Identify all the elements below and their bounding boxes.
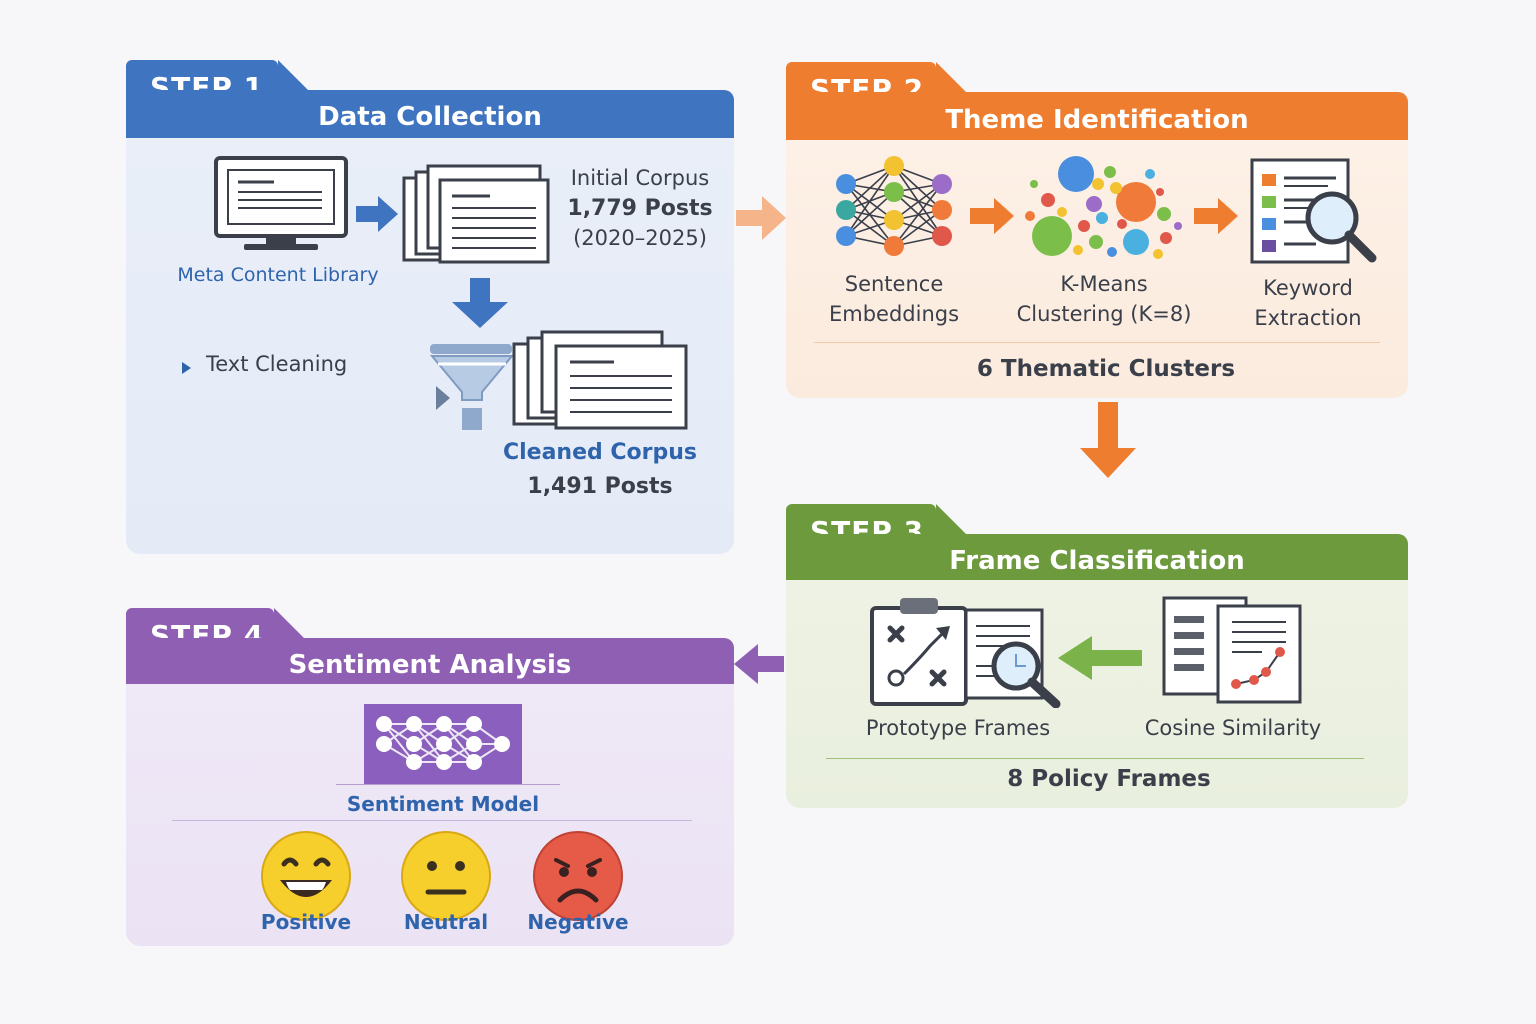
- neural-network-icon: [836, 156, 952, 256]
- sentence-embeddings-label-2: Embeddings: [828, 302, 960, 326]
- keyword-extraction-label-2: Extraction: [1254, 306, 1362, 330]
- text-cleaning-bullet: [182, 362, 191, 374]
- kmeans-label-2: Clustering (K=8): [1016, 302, 1192, 326]
- prototype-frames-icon: [870, 598, 1061, 708]
- step2-panel: STEP 2 Theme Identification: [786, 62, 1408, 398]
- arrow-left-icon: [1058, 636, 1142, 680]
- clusters-icon: [1025, 156, 1182, 259]
- cosine-similarity-icon: [1162, 596, 1302, 704]
- meta-content-library-label: Meta Content Library: [177, 264, 379, 286]
- step1-tab-fold: [278, 60, 308, 90]
- sentiment-model-label: Sentiment Model: [346, 792, 540, 816]
- initial-corpus-count: 1,779 Posts: [567, 196, 713, 221]
- prototype-frames-label: Prototype Frames: [865, 716, 1051, 740]
- step4-divider: [172, 820, 692, 821]
- policy-frames-result: 8 Policy Frames: [1007, 766, 1211, 792]
- step2-header: Theme Identification: [786, 92, 1408, 140]
- positive-label: Positive: [260, 910, 352, 934]
- arrow-down-icon: [452, 278, 508, 328]
- step2-divider: [814, 342, 1380, 343]
- step1-title: Data Collection: [318, 102, 542, 132]
- negative-label: Negative: [527, 910, 629, 934]
- sentiment-model-icon: [364, 704, 522, 784]
- positive-face-icon: [261, 831, 351, 921]
- step3-panel: STEP 3 Frame Classification: [786, 504, 1408, 808]
- negative-face-icon: [533, 831, 623, 921]
- monitor-icon: [214, 156, 348, 250]
- step1-panel: STEP 1 Data Collection Meta Content Libr…: [126, 60, 734, 554]
- step2-tab-fold: [936, 62, 966, 92]
- neutral-face-icon: [401, 831, 491, 921]
- cosine-similarity-label: Cosine Similarity: [1144, 716, 1322, 740]
- kmeans-label-1: K-Means: [1060, 272, 1148, 296]
- text-cleaning-label: Text Cleaning: [206, 352, 348, 376]
- step1-to-step2-arrow-icon: [736, 196, 786, 240]
- documents-stack-icon: [402, 164, 550, 264]
- step3-title: Frame Classification: [949, 546, 1245, 576]
- cleaned-corpus-title: Cleaned Corpus: [502, 440, 698, 465]
- cleaned-corpus-count: 1,491 Posts: [527, 474, 673, 499]
- step3-tab-fold: [936, 504, 966, 534]
- step2-to-step3-arrow-icon: [1080, 402, 1136, 478]
- step4-header: Sentiment Analysis: [126, 638, 734, 684]
- thematic-clusters-result: 6 Thematic Clusters: [976, 356, 1236, 382]
- keyword-search-icon: [1250, 158, 1377, 264]
- cleaned-documents-icon: [512, 330, 688, 430]
- model-base-line: [336, 784, 560, 785]
- sentence-embeddings-label-1: Sentence: [844, 272, 944, 296]
- step1-header: Data Collection: [126, 90, 734, 138]
- step2-title: Theme Identification: [945, 105, 1249, 135]
- step4-tab-fold: [274, 608, 304, 638]
- step3-header: Frame Classification: [786, 534, 1408, 580]
- initial-corpus-title: Initial Corpus: [570, 166, 710, 190]
- arrow-right-icon: [970, 198, 1014, 234]
- step3-to-step4-arrow-icon: [734, 644, 784, 684]
- keyword-extraction-label-1: Keyword: [1263, 276, 1353, 300]
- arrow-right-icon: [356, 196, 398, 232]
- initial-corpus-years: (2020–2025): [573, 226, 707, 250]
- funnel-icon: [429, 344, 515, 430]
- step3-divider: [826, 758, 1364, 759]
- step4-panel: STEP 4 Sentiment Analysis Sentiment Mode…: [126, 608, 734, 946]
- arrow-right-icon: [1194, 198, 1238, 234]
- step4-title: Sentiment Analysis: [288, 650, 572, 680]
- neutral-label: Neutral: [403, 910, 489, 934]
